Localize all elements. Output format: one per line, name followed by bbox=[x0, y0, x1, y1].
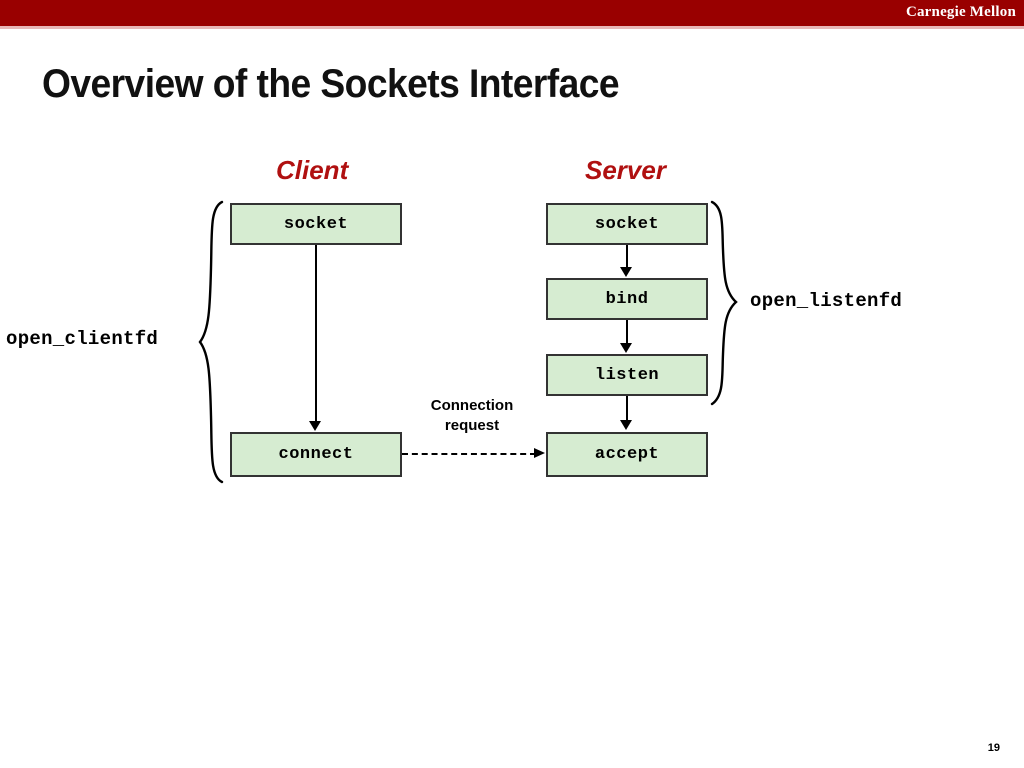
header-bar bbox=[0, 0, 1024, 26]
brace-label-open-clientfd: open_clientfd bbox=[6, 328, 159, 350]
arrow-client-socket-to-connect bbox=[315, 245, 317, 423]
node-server-listen[interactable]: listen bbox=[546, 354, 708, 396]
page-number: 19 bbox=[987, 742, 1000, 754]
node-client-connect[interactable]: connect bbox=[230, 432, 402, 477]
arrow-server-socket-to-bind bbox=[626, 245, 628, 269]
node-client-socket[interactable]: socket bbox=[230, 203, 402, 245]
arrowhead-server-bind-to-listen bbox=[620, 343, 632, 353]
dashed-arrow-connect-to-accept bbox=[402, 453, 536, 455]
arrowhead-connect-to-accept bbox=[534, 448, 545, 458]
column-heading-server: Server bbox=[585, 155, 666, 185]
page-title: Overview of the Sockets Interface bbox=[42, 62, 620, 106]
connection-request-line2: request bbox=[444, 417, 500, 435]
brace-left-icon bbox=[198, 200, 224, 484]
connection-request-line1: Connection bbox=[430, 397, 514, 414]
connection-request-label: Connection request bbox=[405, 396, 539, 437]
arrow-server-listen-to-accept bbox=[626, 396, 628, 421]
arrow-server-bind-to-listen bbox=[626, 320, 628, 344]
column-heading-client: Client bbox=[276, 155, 349, 185]
arrowhead-server-listen-to-accept bbox=[620, 420, 632, 430]
brace-right-icon bbox=[710, 200, 738, 406]
node-server-accept[interactable]: accept bbox=[546, 432, 708, 477]
node-server-bind[interactable]: bind bbox=[546, 278, 708, 320]
node-server-socket[interactable]: socket bbox=[546, 203, 708, 245]
arrowhead-server-socket-to-bind bbox=[620, 267, 632, 277]
institution-brand: Carnegie Mellon bbox=[905, 4, 1016, 20]
header-underline bbox=[0, 26, 1024, 29]
brace-label-open-listenfd: open_listenfd bbox=[750, 290, 903, 312]
arrowhead-client-socket-to-connect bbox=[309, 421, 321, 431]
